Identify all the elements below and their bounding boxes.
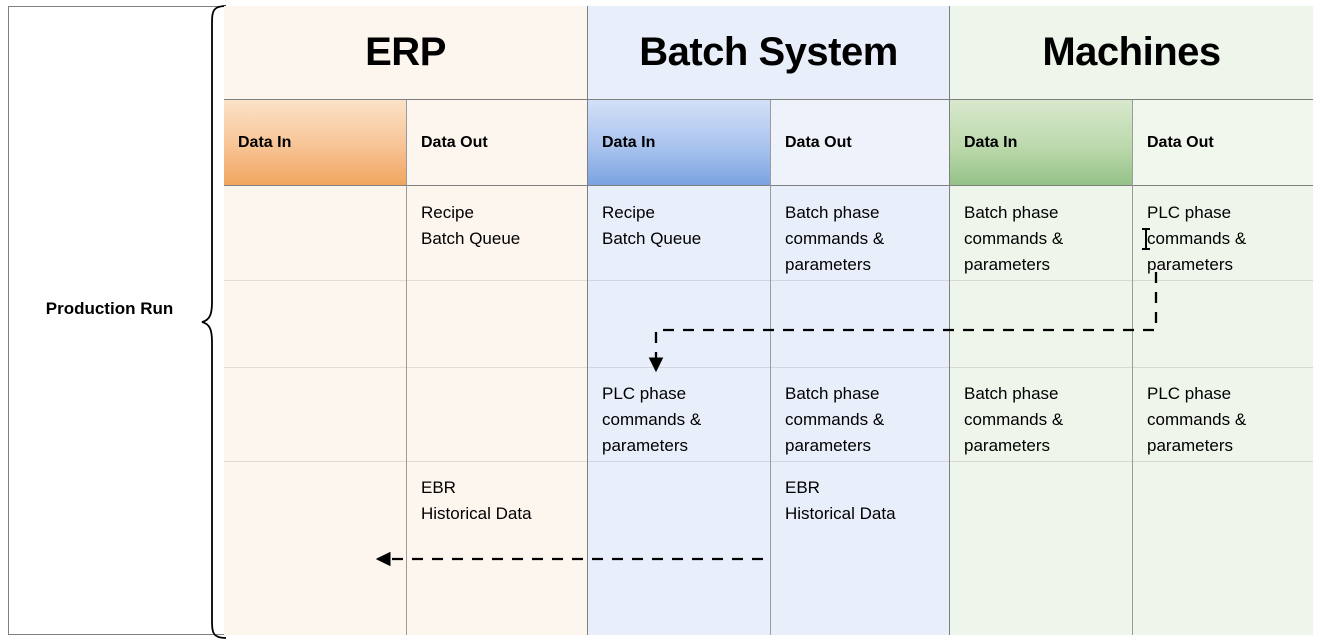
column-batch-data-in: Data In Recipe Batch Queue PLC phase com… xyxy=(588,100,771,635)
lane-columns-erp: Data In Data Out xyxy=(224,100,587,635)
column-body-batch-data-in: Recipe Batch Queue PLC phase commands & … xyxy=(588,186,770,635)
cell-machines-in-r3: Batch phase commands & parameters xyxy=(964,384,1064,455)
lane-title-machines: Machines xyxy=(950,6,1313,100)
text-cursor-icon xyxy=(1142,228,1150,250)
cell-batch-out-r1: Batch phase commands & parameters xyxy=(785,203,885,274)
column-header-batch-data-in: Data In xyxy=(588,100,770,186)
column-erp-data-in: Data In xyxy=(224,100,407,635)
column-header-machines-data-out: Data Out xyxy=(1133,100,1313,186)
column-header-machines-data-in: Data In xyxy=(950,100,1132,186)
lane-columns-machines: Data In Batch phase commands & parameter… xyxy=(950,100,1313,635)
lane-machines: Machines Data In Batch phase commands & … xyxy=(950,6,1313,635)
lane-title-erp: ERP xyxy=(224,6,587,100)
production-run-brace-icon xyxy=(201,5,227,639)
cell-machines-in-r1: Batch phase commands & parameters xyxy=(964,203,1064,274)
lane-batch-system: Batch System Data In Recipe Batch Queue … xyxy=(588,6,950,635)
column-batch-data-out: Data Out Batch phase commands & paramete… xyxy=(771,100,949,635)
column-machines-data-out: Data Out PLC phase commands & parameters… xyxy=(1133,100,1313,635)
column-header-erp-data-out: Data Out xyxy=(407,100,587,186)
cell-batch-out-r4: EBR Historical Data xyxy=(785,478,896,523)
lane-title-batch-system: Batch System xyxy=(588,6,949,100)
column-body-erp-data-out: Recipe Batch Queue EBR Historical Data xyxy=(407,186,587,635)
lane-columns-batch-system: Data In Recipe Batch Queue PLC phase com… xyxy=(588,100,949,635)
cell-batch-in-r1: Recipe Batch Queue xyxy=(602,203,702,248)
cell-batch-in-r3: PLC phase commands & parameters xyxy=(602,384,702,455)
cell-erp-out-r4: EBR Historical Data xyxy=(421,478,532,523)
column-body-machines-data-out: PLC phase commands & parameters PLC phas… xyxy=(1133,186,1313,635)
column-header-erp-data-in: Data In xyxy=(224,100,406,186)
column-machines-data-in: Data In Batch phase commands & parameter… xyxy=(950,100,1133,635)
column-erp-data-out: Data Out Recipe Batch Queue EBR Historic… xyxy=(407,100,587,635)
column-body-erp-data-in xyxy=(224,186,406,635)
column-header-batch-data-out: Data Out xyxy=(771,100,949,186)
column-body-machines-data-in: Batch phase commands & parameters Batch … xyxy=(950,186,1132,635)
cell-machines-out-r1: PLC phase commands & parameters xyxy=(1147,203,1247,274)
lane-erp: ERP Data In Data Out xyxy=(224,6,588,635)
cell-machines-out-r3: PLC phase commands & parameters xyxy=(1147,384,1247,455)
cell-erp-out-r1: Recipe Batch Queue xyxy=(421,203,521,248)
swimlane-table: ERP Data In Data Out xyxy=(224,6,1313,635)
column-body-batch-data-out: Batch phase commands & parameters Batch … xyxy=(771,186,949,635)
production-run-label: Production Run xyxy=(45,299,174,318)
cell-batch-out-r3: Batch phase commands & parameters xyxy=(785,384,885,455)
